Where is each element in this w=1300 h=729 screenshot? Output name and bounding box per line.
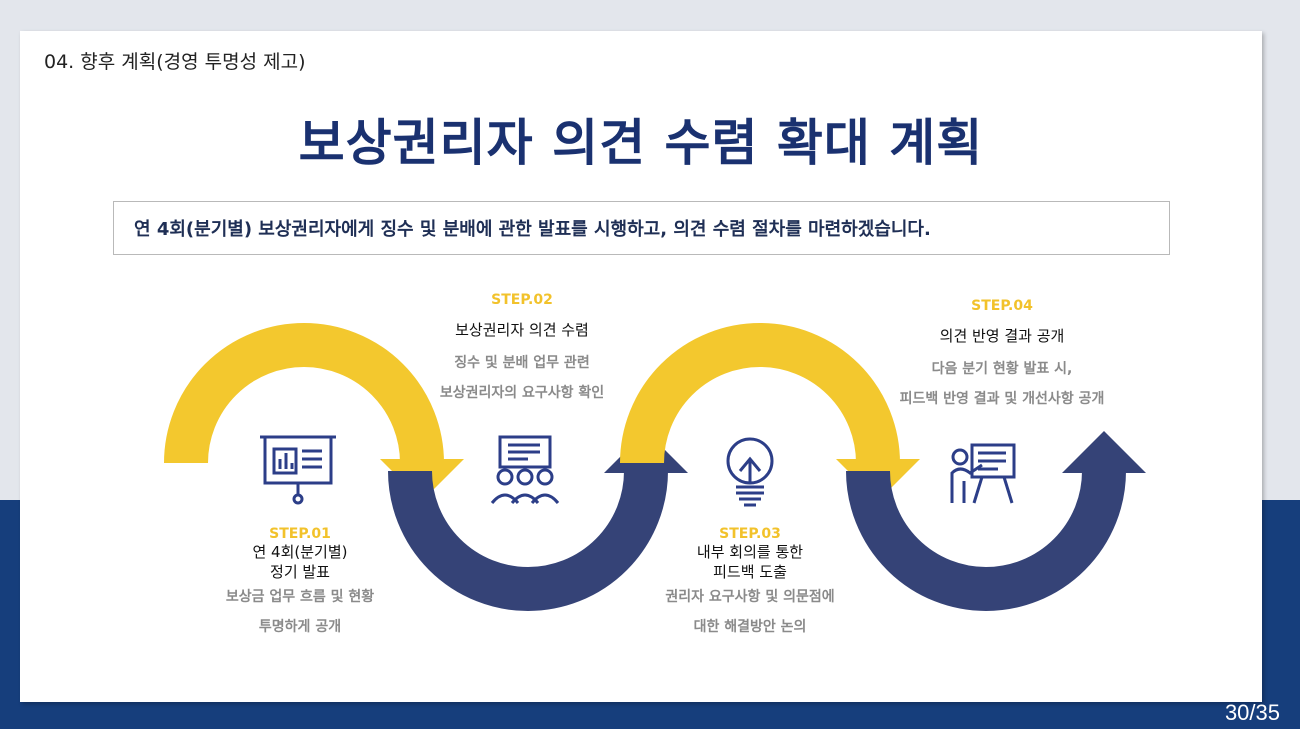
step-desc: 권리자 요구사항 및 의문점에	[665, 589, 835, 605]
presenter-icon	[950, 443, 1016, 504]
flow-arc-navy-2	[388, 470, 668, 611]
summary-text: 연 4회(분기별) 보상권리자에게 징수 및 분배에 관한 발표를 시행하고, …	[134, 219, 931, 240]
flow-arc-navy-4	[846, 470, 1126, 611]
flow-arc-yellow-1	[164, 323, 444, 464]
step-label: STEP.01	[269, 526, 331, 542]
lightbulb-icon	[726, 437, 774, 507]
summary-box: 연 4회(분기별) 보상권리자에게 징수 및 분배에 관한 발표를 시행하고, …	[113, 201, 1170, 255]
step-label: STEP.04	[971, 298, 1033, 314]
step-desc: 다음 분기 현황 발표 시,	[931, 361, 1073, 377]
step-title: 보상권리자 의견 수렴	[455, 321, 589, 339]
step-title: 연 4회(분기별)	[252, 543, 348, 561]
step-title: 내부 회의를 통한	[696, 543, 804, 561]
step-desc: 징수 및 분배 업무 관련	[454, 355, 590, 371]
step-label: STEP.03	[719, 526, 781, 542]
step-desc: 피드백 반영 결과 및 개선사항 공개	[899, 391, 1105, 407]
step-label: STEP.02	[491, 292, 553, 308]
step-title: 피드백 도출	[713, 563, 787, 581]
slide: 04. 향후 계획(경영 투명성 제고) 보상권리자 의견 수렴 확대 계획 연…	[20, 31, 1262, 702]
flow-arc-yellow-3	[620, 323, 900, 464]
step-04: STEP.04 의견 반영 결과 공개 다음 분기 현황 발표 시, 피드백 반…	[882, 298, 1122, 414]
group-meeting-icon	[490, 435, 560, 504]
step-title: 의견 반영 결과 공개	[939, 327, 1065, 345]
page-number: 30/35	[1224, 700, 1280, 725]
step-desc: 대한 해결방안 논의	[693, 619, 807, 635]
step-desc: 보상금 업무 흐름 및 현황	[225, 589, 375, 605]
section-label: 04. 향후 계획(경영 투명성 제고)	[44, 51, 306, 73]
arrow-head-up-4	[1062, 431, 1146, 473]
step-01: STEP.01 연 4회(분기별) 정기 발표 보상금 업무 흐름 및 현황 투…	[200, 526, 400, 642]
step-03: STEP.03 내부 회의를 통한 피드백 도출 권리자 요구사항 및 의문점에…	[640, 526, 860, 642]
step-title: 정기 발표	[270, 563, 330, 581]
page-title: 보상권리자 의견 수렴 확대 계획	[298, 114, 984, 172]
step-desc: 보상권리자의 요구사항 확인	[439, 385, 605, 401]
step-02: STEP.02 보상권리자 의견 수렴 징수 및 분배 업무 관련 보상권리자의…	[432, 292, 612, 408]
step-desc: 투명하게 공개	[258, 619, 342, 635]
presentation-board-icon	[260, 435, 336, 505]
flow-diagram	[164, 323, 1146, 611]
